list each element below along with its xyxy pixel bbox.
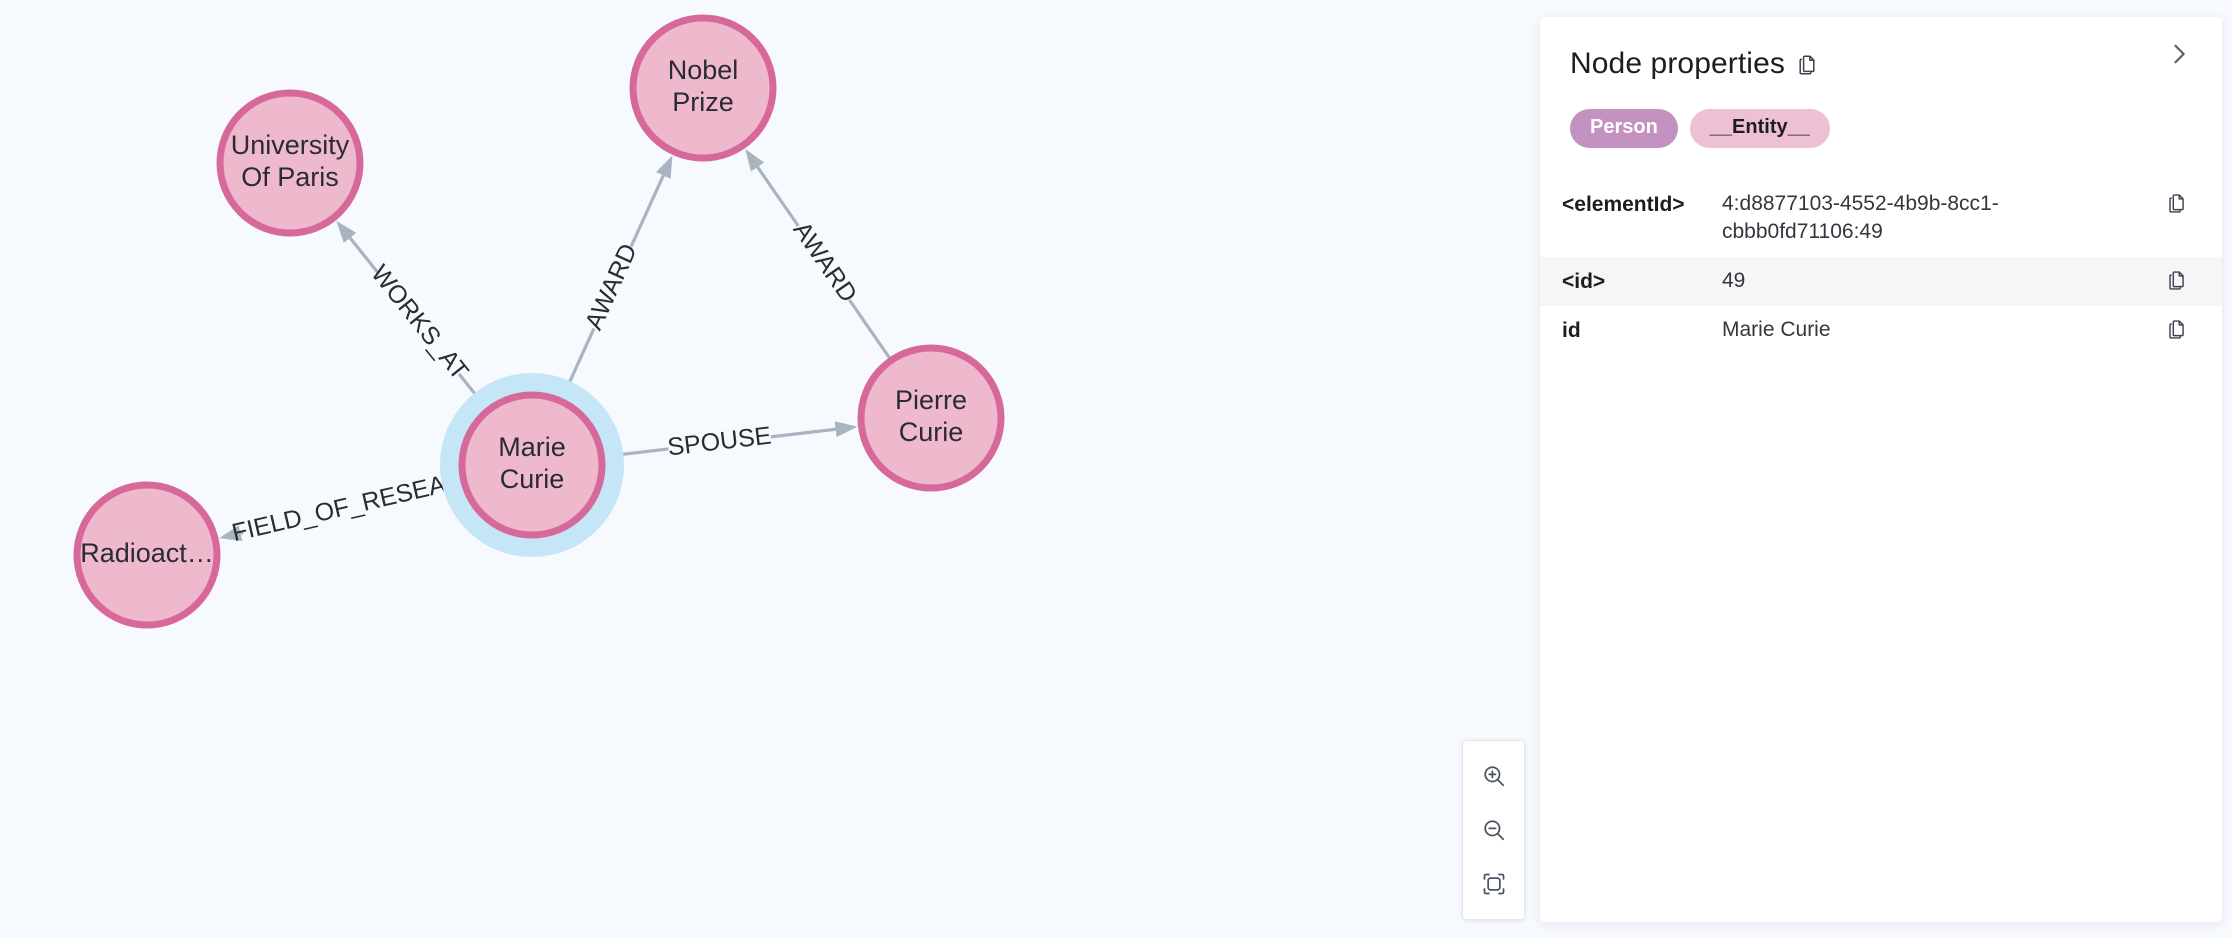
graph-relationship[interactable]: SPOUSE — [603, 421, 858, 462]
node-label: Nobel — [668, 55, 739, 85]
node-labels: Person __Entity__ — [1540, 81, 2222, 148]
node-label: Pierre — [895, 385, 967, 415]
panel-header: Node properties — [1540, 17, 2222, 81]
node-label: Curie — [899, 417, 964, 447]
graph-relationship[interactable]: AWARD — [745, 148, 892, 360]
property-value: 49 — [1722, 268, 1746, 292]
property-row: <id> 49 — [1540, 256, 2222, 307]
node-circle[interactable] — [73, 481, 221, 629]
relationship-label: WORKS_AT — [365, 260, 473, 386]
node-label: Radioact… — [80, 538, 214, 568]
node-label: Curie — [500, 464, 565, 494]
zoom-in-icon — [1481, 763, 1507, 789]
node-label: Of Paris — [241, 162, 339, 192]
graph-relationship[interactable]: AWARD — [560, 155, 673, 401]
node-circle[interactable] — [216, 89, 364, 237]
node-label: University — [231, 130, 350, 160]
zoom-out-icon — [1481, 817, 1507, 843]
copy-property-icon[interactable] — [2166, 190, 2200, 215]
graph-relationship[interactable]: FIELD_OF_RESEA… — [219, 465, 472, 548]
fit-to-screen-button[interactable] — [1472, 862, 1516, 906]
node-label-chip[interactable]: Person — [1570, 109, 1678, 148]
zoom-controls[interactable] — [1462, 740, 1525, 920]
relationship-label: AWARD — [580, 239, 643, 334]
node-circle[interactable] — [857, 344, 1005, 492]
property-value: Marie Curie — [1722, 318, 1831, 342]
property-row: <elementId> 4:d8877103-4552-4b9b-8cc1-cbb… — [1540, 180, 2222, 257]
node-label: Marie — [498, 432, 566, 462]
node-properties-table: <elementId> 4:d8877103-4552-4b9b-8cc1-cbb… — [1540, 180, 2222, 355]
graph-node-radioactivity[interactable]: Radioact… — [73, 481, 221, 629]
copy-property-icon[interactable] — [2166, 316, 2200, 341]
node-label: Prize — [672, 87, 734, 117]
node-circle[interactable] — [629, 14, 777, 162]
node-circle[interactable] — [458, 391, 606, 539]
collapse-panel-button[interactable] — [2158, 35, 2200, 77]
chevron-right-icon — [2165, 40, 2193, 73]
fit-to-screen-icon — [1481, 871, 1507, 897]
graph-relationship[interactable]: WORKS_AT — [336, 220, 489, 410]
property-row: id Marie Curie — [1540, 306, 2222, 355]
zoom-in-button[interactable] — [1472, 754, 1516, 798]
property-key: <elementId> — [1562, 193, 1685, 216]
node-label-chip[interactable]: __Entity__ — [1689, 109, 1830, 148]
page-title: Node properties — [1570, 47, 1785, 80]
property-key: id — [1562, 319, 1581, 343]
property-value: 4:d8877103-4552-4b9b-8cc1-cbbb0fd71106:4… — [1722, 192, 1999, 244]
zoom-out-button[interactable] — [1472, 808, 1516, 852]
property-key: <id> — [1562, 269, 1606, 293]
relationship-label: FIELD_OF_RESEA… — [229, 465, 472, 548]
copy-all-properties-icon[interactable] — [1796, 53, 1820, 77]
relationship-label: SPOUSE — [666, 422, 773, 462]
relationship-label: AWARD — [788, 217, 863, 308]
node-properties-panel: Node properties Person __Entity__ <elemen… — [1540, 17, 2222, 922]
copy-property-icon[interactable] — [2166, 267, 2200, 292]
